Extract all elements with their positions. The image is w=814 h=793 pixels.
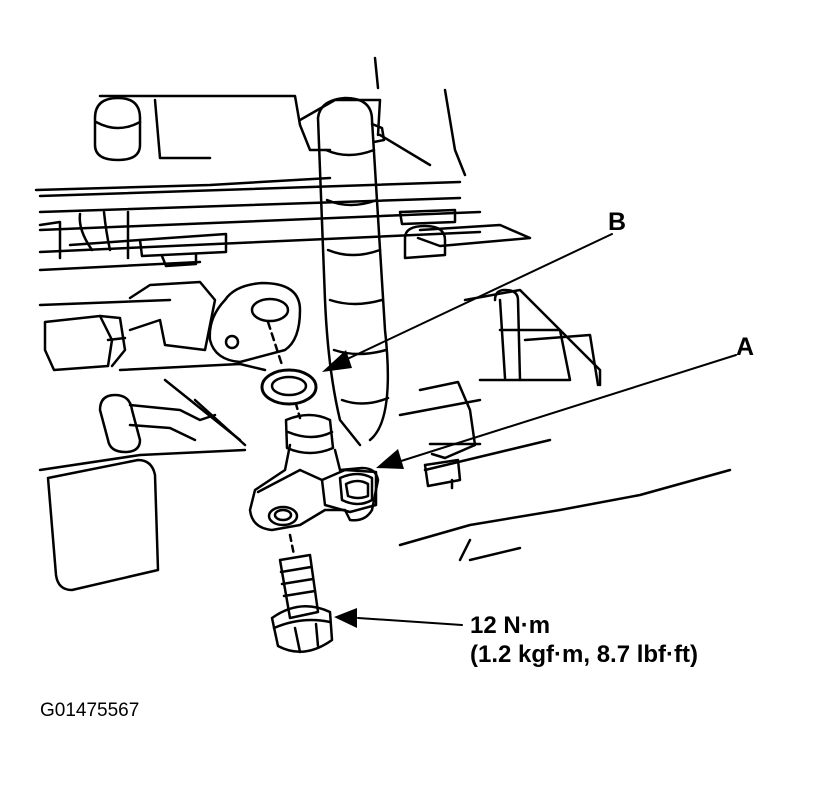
breather-hose [316,96,390,447]
flange-bolt [270,553,334,654]
o-ring [260,368,318,406]
bracket-pin [98,393,247,454]
sensor-mounting-boss [208,281,302,364]
leader-torque [357,617,463,626]
leader-lines [342,233,737,626]
right-side-box [418,380,482,490]
camshaft-position-sensor [248,413,380,532]
figure-id: G01475567 [40,700,140,721]
callout-a-label: A [736,333,755,361]
callout-b-label: B [608,208,627,236]
right-shaft [493,288,600,387]
left-connector [43,314,127,372]
engine-plug-cap [93,96,142,162]
leader-a [397,354,737,463]
leader-arrowheads [322,350,404,628]
torque-spec: 12 N·m (1.2 kgf·m, 8.7 lbf·ft) [470,611,698,669]
fuel-lines [38,180,482,268]
torque-spec-metric: 12 N·m [470,612,551,639]
torque-spec-imperial: (1.2 kgf·m, 8.7 lbf·ft) [470,641,699,668]
leader-b [342,233,613,362]
cover-block [46,458,160,592]
engine-block-outline [34,56,732,562]
